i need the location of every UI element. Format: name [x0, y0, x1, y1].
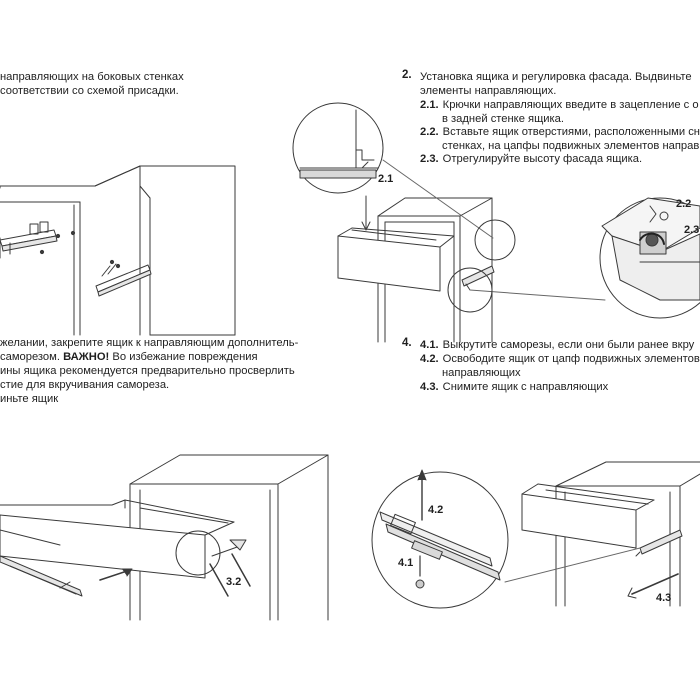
fig3-rail — [0, 555, 83, 597]
step4-sub2-text: Освободите ящик от цапф подвижных элемен… — [442, 353, 700, 365]
callout-4-1: 4.1 — [398, 557, 414, 569]
fig2-detail-circle-22-23 — [447, 197, 700, 319]
step2-number: 2. — [402, 69, 412, 81]
step4-number: 4. — [402, 337, 412, 349]
step4-sub2-number: 4.2. — [420, 353, 439, 365]
fig3-drawer — [0, 499, 235, 579]
step2-title-line1: Установка ящика и регулировка фасада. Вы… — [420, 71, 692, 83]
step3-line2: саморезом. ВАЖНО! Во избежание поврежден… — [0, 350, 258, 365]
step3-line4: стие для вкручивания самореза. — [0, 379, 170, 391]
callout-2-1: 2.1 — [378, 173, 394, 185]
callout-2-2: 2.2 — [676, 198, 692, 210]
fig1-cabinet — [0, 165, 236, 336]
callout-4-2: 4.2 — [428, 504, 444, 516]
callout-4-3: 4.3 — [656, 592, 672, 604]
fig4-rail — [635, 529, 683, 557]
step3-line1: желании, закрепите ящик к направляющим д… — [0, 337, 299, 349]
step2-sub1-line1: 2.1.Крючки направляющих введите в зацепл… — [420, 98, 699, 113]
fig4-drawer — [521, 483, 655, 549]
fig3-arrow — [99, 568, 133, 581]
step2-sub2-line2: стенках, на цапфы подвижных элементов на… — [442, 140, 700, 152]
step4-sub2-line2: направляющих — [442, 367, 521, 379]
step1-line2: соответствии со схемой присадки. — [0, 85, 179, 97]
step2-sub3-number: 2.3. — [420, 153, 439, 165]
step4-sub3-line1: 4.3.Снимите ящик с направляющих — [420, 380, 608, 395]
fig4-detail-circle — [371, 469, 641, 609]
fig1-rail-left — [0, 221, 76, 259]
step2-sub3-text: Отрегулируйте высоту фасада ящика. — [442, 153, 643, 165]
step3-important: ВАЖНО! — [63, 351, 110, 363]
step2-sub1-number: 2.1. — [420, 99, 439, 111]
step1-line1: направляющих на боковых стенках — [0, 71, 184, 83]
step4-sub1-number: 4.1. — [420, 339, 439, 351]
fig2-drawer — [337, 195, 455, 292]
step2-sub1-line2: в задней стенке ящика. — [442, 113, 565, 125]
step4-sub3-number: 4.3. — [420, 381, 439, 393]
step2-sub2-text: Вставьте ящик отверстиями, расположенным… — [442, 126, 700, 138]
step3-line2-start: саморезом. — [0, 351, 64, 363]
step4-sub2-line1: 4.2.Освободите ящик от цапф подвижных эл… — [420, 352, 700, 367]
fig3-detail-circle — [175, 530, 247, 576]
step4-sub1-line1: 4.1.Выкрутите саморезы, если они были ра… — [420, 338, 694, 353]
fig4-arrow-43 — [627, 573, 679, 599]
fig3-push-arrow — [209, 553, 251, 597]
step2-title-line2: элементы направляющих. — [420, 85, 557, 97]
callout-3-2: 3.2 — [226, 576, 242, 588]
step2-sub3-line1: 2.3.Отрегулируйте высоту фасада ящика. — [420, 152, 642, 167]
fig1-rail-right — [95, 259, 152, 297]
step4-sub3-text: Снимите ящик с направляющих — [442, 381, 609, 393]
fig2-rail — [461, 265, 495, 291]
step3-line2-end: Во избежание повреждения — [109, 351, 258, 363]
step3-line3: ины ящика рекомендуется предварительно п… — [0, 365, 295, 377]
step2-sub2-line1: 2.2.Вставьте ящик отверстиями, расположе… — [420, 125, 700, 140]
callout-2-3: 2.3 — [684, 224, 700, 236]
step2-sub2-number: 2.2. — [420, 126, 439, 138]
step4-sub1-text: Выкрутите саморезы, если они были ранее … — [442, 339, 695, 351]
fig2-detail-circle-21 — [292, 102, 516, 261]
step3-line5: иньте ящик — [0, 393, 59, 405]
step2-sub1-text: Крючки направляющих введите в зацепление… — [442, 99, 699, 111]
